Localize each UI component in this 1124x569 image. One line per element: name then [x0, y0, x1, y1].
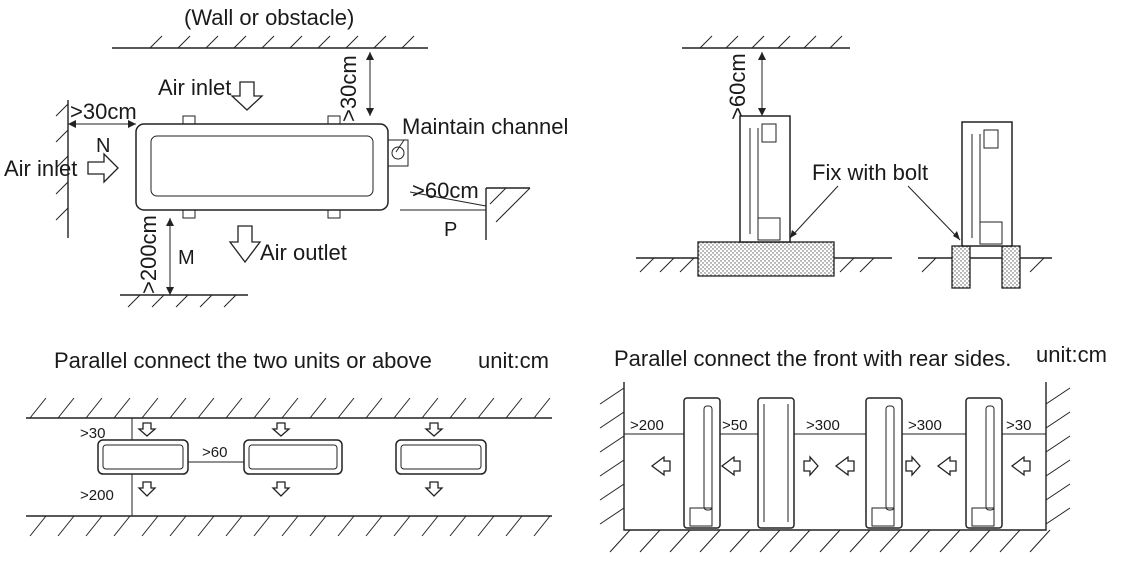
gap-label-3: >300 [806, 417, 840, 434]
top-clearance-right-label: >60cm [725, 53, 750, 120]
wall-label: (Wall or obstacle) [184, 5, 354, 30]
air-inlet-top-arrow-icon [230, 81, 264, 111]
bottom-right-unit: unit:cm [1036, 342, 1107, 367]
air-outlet-label: Air outlet [260, 240, 347, 265]
air-inlet-left-arrow-icon [87, 152, 119, 184]
parallel-unit-2 [243, 439, 343, 475]
parallel-unit-3 [395, 439, 487, 475]
p-label: P [444, 219, 457, 241]
room-hatch [599, 387, 1071, 553]
concrete-base [697, 241, 835, 277]
outdoor-unit-on-base [739, 115, 791, 243]
flow-arrows [650, 455, 1031, 477]
gap-label-2: >50 [722, 417, 747, 434]
gap-label-4: >300 [908, 417, 942, 434]
gap-label-1: >200 [630, 417, 664, 434]
bottom-left-unit: unit:cm [478, 348, 549, 373]
front-rear-unit-4 [965, 397, 1003, 529]
left-clearance-label: >30cm [70, 99, 137, 124]
air-inlet-left-label: Air inlet [4, 156, 77, 181]
gap-between-label: >60 [202, 444, 227, 461]
panel-parallel-units: Parallel connect the two units or above … [26, 348, 552, 537]
floor-line [120, 294, 248, 308]
top-clearance-dimension-right [758, 52, 766, 116]
ground-right [918, 257, 1052, 273]
top-clearance-label: >30cm [336, 55, 361, 122]
bolt-post-left [951, 245, 971, 289]
down-arrows-bottom [137, 481, 444, 497]
bottom-left-title: Parallel connect the two units or above [54, 348, 432, 373]
parallel-unit-1 [97, 439, 189, 475]
top-hatch-bl [29, 397, 551, 419]
top-clearance-dimension [366, 52, 374, 116]
panel-front-rear-parallel: Parallel connect the front with rear sid… [599, 342, 1107, 553]
indoor-unit [135, 115, 409, 219]
gap-top-label: >30 [80, 425, 105, 442]
left-wall [55, 100, 69, 238]
gap-bottom-label: >200 [80, 487, 114, 504]
top-wall [112, 35, 428, 49]
right-obstacle [485, 187, 531, 240]
right-clearance-dimension [400, 191, 487, 211]
ground-left [636, 257, 892, 273]
outdoor-unit-on-posts [961, 121, 1013, 247]
bottom-clearance-dimension [166, 218, 174, 295]
air-outlet-arrow-icon [228, 225, 262, 264]
bottom-clearance-label: >200cm [136, 215, 161, 294]
n-label: N [96, 135, 110, 157]
right-clearance-label: >60cm [412, 178, 479, 203]
left-clearance-dimension [68, 120, 136, 128]
ceiling-line [682, 35, 850, 49]
bottom-right-title: Parallel connect the front with rear sid… [614, 346, 1011, 371]
air-inlet-top-label: Air inlet [158, 75, 231, 100]
front-rear-unit-2 [757, 397, 795, 529]
down-arrows-top [137, 422, 444, 437]
fix-bolt-label: Fix with bolt [812, 160, 928, 185]
bolt-post-right [1001, 245, 1021, 289]
front-rear-unit-1 [683, 397, 721, 529]
bottom-hatch-bl [29, 515, 551, 537]
maintain-channel-label: Maintain channel [402, 114, 568, 139]
gap-label-5: >30 [1006, 417, 1031, 434]
panel-floor-standing-fix: >60cm Fix with bolt [636, 35, 1052, 289]
front-rear-unit-3 [865, 397, 903, 529]
m-label: M [178, 247, 195, 269]
panel-wall-mount-clearance: (Wall or obstacle) [4, 5, 568, 308]
